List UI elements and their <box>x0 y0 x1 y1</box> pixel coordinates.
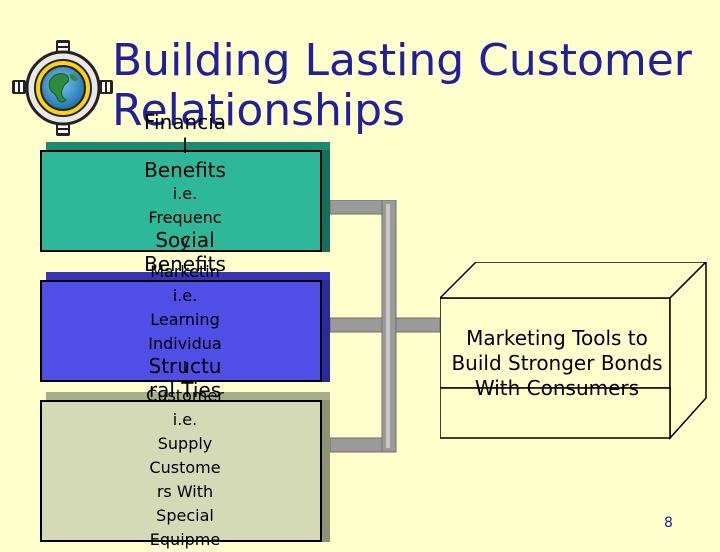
tier-detail-line: Individua <box>148 334 222 353</box>
page-number: 8 <box>664 515 673 531</box>
slide-title: Building Lasting Customer Relationships <box>112 35 692 136</box>
tier-detail-line: Supply <box>157 434 213 453</box>
tier-3-detail: Customer i.e. Supply Custome rs With Spe… <box>135 384 235 552</box>
tier-2-detail: Marketin i.e. Learning Individua l <box>135 260 235 380</box>
tier-box-social <box>40 272 330 382</box>
tier-3-text: Structu ral Ties <box>135 354 235 402</box>
tier-name-line: l <box>182 134 188 158</box>
box-top-edge <box>46 392 330 402</box>
tier-detail-line: Equipme <box>149 530 221 549</box>
tier-2-text: Social Benefits <box>135 228 235 276</box>
tier-detail-line: Special <box>156 506 214 525</box>
tier-detail-line: Marketin <box>150 262 220 281</box>
tier-detail-line: l <box>182 358 188 377</box>
tier-name-line: Benefits <box>144 158 226 182</box>
box-top-edge <box>46 142 330 152</box>
target-line: With Consumers <box>474 376 640 400</box>
tier-detail-line: rs With <box>156 482 214 501</box>
tier-name-line: Structu <box>148 354 222 378</box>
box-top-edge <box>46 272 330 282</box>
target-line: Build Stronger Bonds <box>451 351 663 375</box>
tier-detail-line: i.e. <box>172 286 198 305</box>
tier-detail-line: Learning <box>150 310 220 329</box>
tier-detail-line: Frequenc <box>148 208 222 227</box>
box-front <box>40 150 322 252</box>
target-box <box>440 262 708 440</box>
tier-detail-line: Customer <box>146 386 224 405</box>
globe-logo-icon <box>12 40 113 136</box>
box-front <box>40 280 322 382</box>
tier-detail-line: i.e. <box>172 184 198 203</box>
target-line: Marketing Tools to <box>466 326 648 350</box>
box-side-edge <box>322 280 330 382</box>
tier-name-line: Benefits <box>144 252 226 276</box>
tier-detail-line: i.e. <box>172 410 198 429</box>
tier-name-line: ral Ties <box>148 378 222 402</box>
target-label: Marketing Tools to Build Stronger Bonds … <box>443 326 671 401</box>
tier-name-line: Financia <box>143 110 227 134</box>
box-side-edge <box>322 400 330 542</box>
tier-name-line: Social <box>155 228 215 252</box>
tier-1-text: Financia l Benefits i.e. Frequenc y <box>135 110 235 254</box>
box-side-edge <box>322 150 330 252</box>
tier-detail-line: Custome <box>149 458 221 477</box>
connector-bracket <box>329 200 441 453</box>
tier-box-financial <box>40 142 330 252</box>
tier-detail-line: y <box>180 232 190 251</box>
